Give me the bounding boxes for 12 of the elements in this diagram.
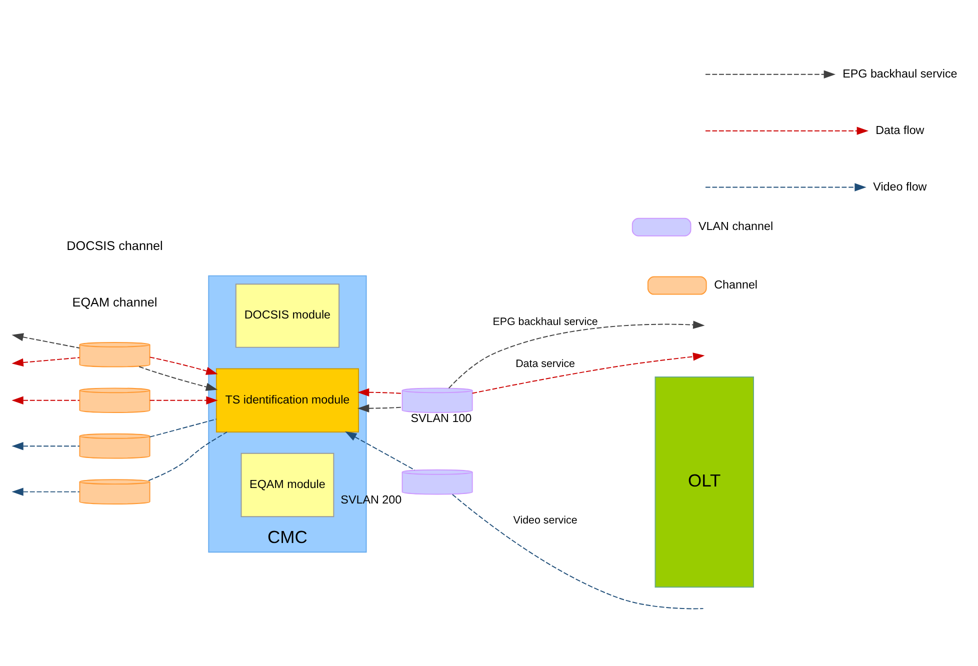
node-label: SVLAN 200 [340, 494, 402, 507]
legend-label: Channel [714, 278, 758, 292]
legend-label: Data flow [876, 124, 924, 137]
label: DOCSIS channel [66, 238, 163, 253]
legend-label: Video flow [873, 180, 927, 194]
edge-label: EPG backhaul service [492, 316, 598, 328]
legend-label: VLAN channel [698, 220, 774, 234]
edge-label: Data service [516, 358, 575, 370]
legend-label: EPG backhaul service [842, 67, 958, 80]
node-label: SVLAN 100 [410, 412, 472, 425]
edge-label: Video service [513, 514, 578, 527]
label: EQAM channel [72, 295, 158, 310]
